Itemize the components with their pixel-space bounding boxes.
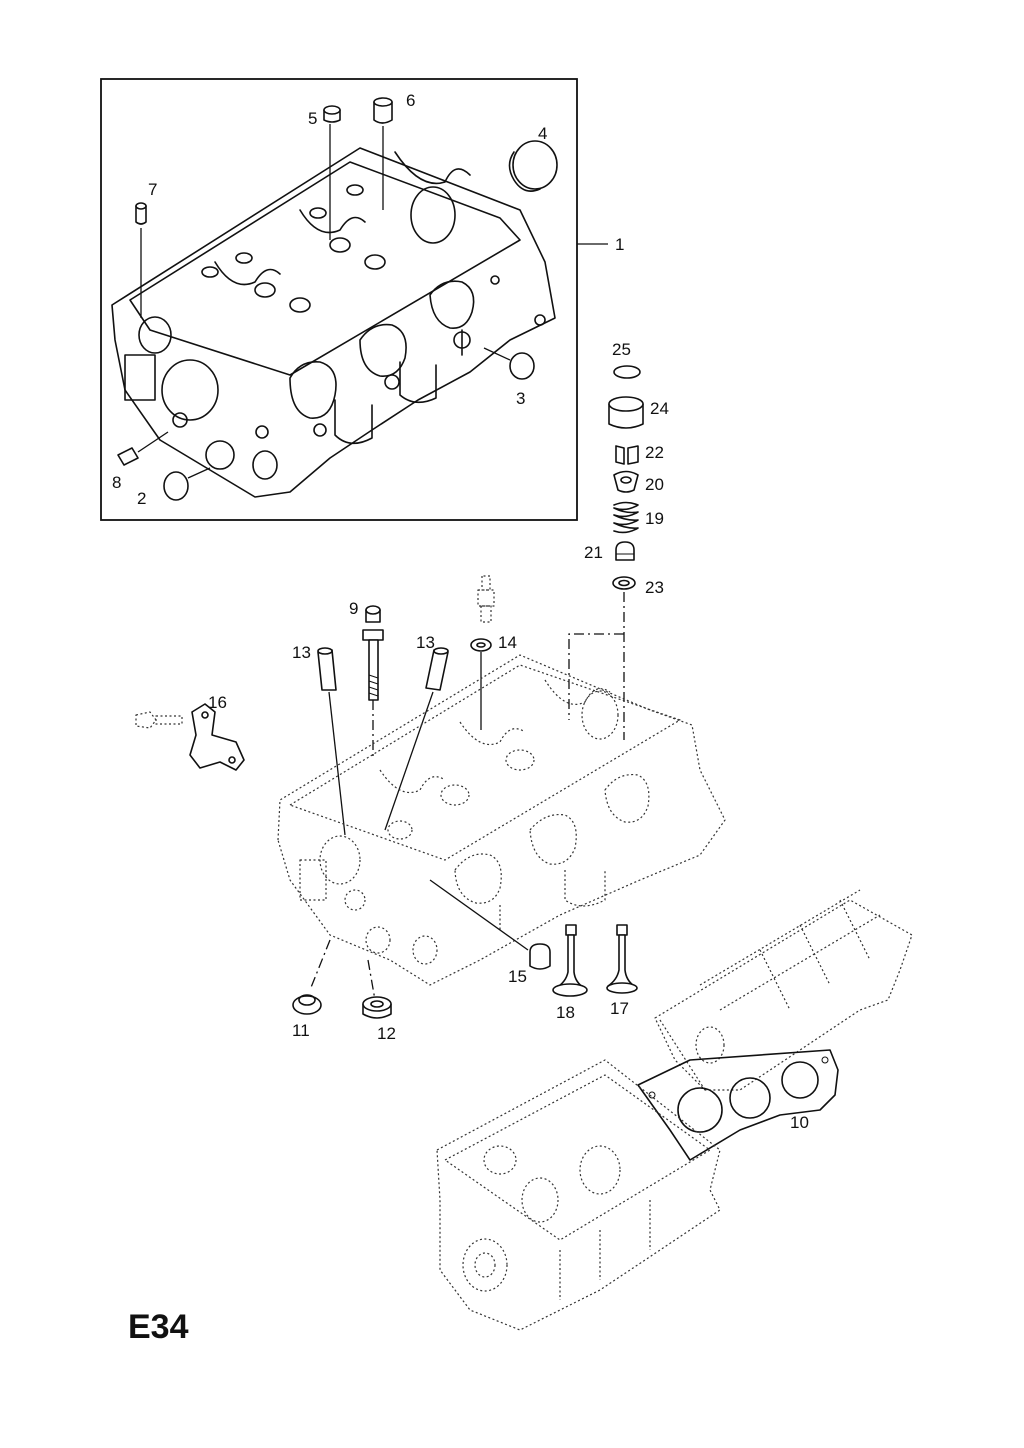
label-part-18: 18 [556,1003,575,1022]
label-part-19: 19 [645,509,664,528]
label-part-22: 22 [645,443,664,462]
label-part-13-right: 13 [416,633,435,652]
engine-block-drawing [436,889,913,1331]
inset-assembly-frame [100,78,608,521]
label-part-15: 15 [508,967,527,986]
label-part-6: 6 [406,91,415,110]
lower-small-parts [292,924,638,1019]
bare-cylinder-head-drawing [277,654,726,1001]
cylinder-head-assembly-drawing [111,147,556,498]
label-part-2: 2 [137,489,146,508]
label-part-3: 3 [516,389,525,408]
label-part-9: 9 [349,599,358,618]
label-part-25: 25 [612,340,631,359]
label-part-7: 7 [148,180,157,199]
label-part-5: 5 [308,109,317,128]
label-part-13-left: 13 [292,643,311,662]
label-part-12: 12 [377,1024,396,1043]
label-part-24: 24 [650,399,669,418]
label-part-10: 10 [790,1113,809,1132]
inset-small-parts [117,97,558,501]
head-bolt-and-guides [317,575,495,836]
label-part-20: 20 [645,475,664,494]
valve-train-stack [568,365,644,740]
label-part-17: 17 [610,999,629,1018]
diagram-code: E34 [128,1308,189,1346]
lifting-bracket [135,703,245,771]
label-part-14: 14 [498,633,517,652]
part-labels: 1 2 3 4 5 6 7 8 9 10 11 12 13 13 14 15 1… [112,91,809,1132]
label-part-1: 1 [615,235,624,254]
label-part-4: 4 [538,124,547,143]
label-part-21: 21 [584,543,603,562]
label-part-23: 23 [645,578,664,597]
label-part-16: 16 [208,693,227,712]
label-part-11: 11 [292,1021,310,1040]
label-part-8: 8 [112,473,121,492]
